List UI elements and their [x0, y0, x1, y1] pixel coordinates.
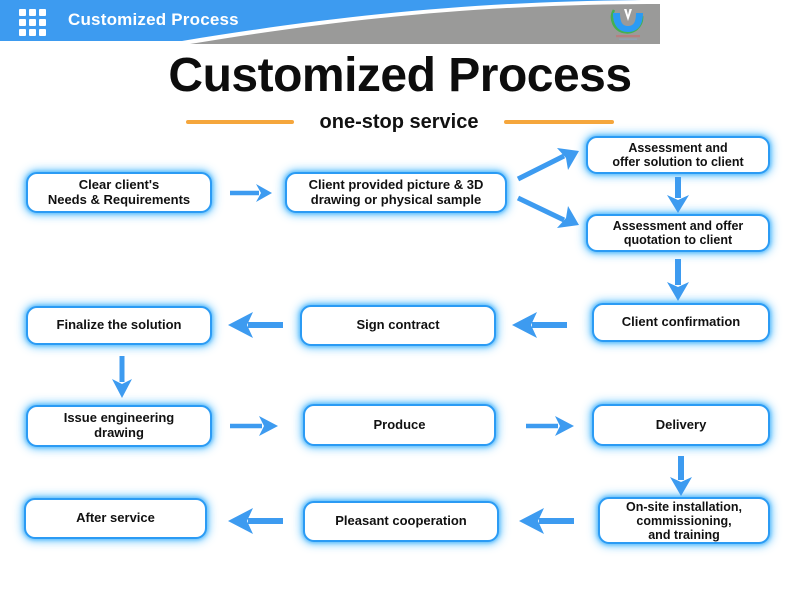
subtitle-row: one-stop service: [0, 110, 800, 134]
flow-box-label: Issue engineering drawing: [63, 410, 175, 440]
arrow-provided-to-solution: [515, 146, 581, 184]
arrow-solution-to-quotation: [661, 176, 695, 214]
arrow-quotation-to-confirmation: [661, 258, 695, 302]
flow-box-label: On-site installation, commissioning, and…: [626, 499, 742, 542]
flow-box-finalize-solution[interactable]: Finalize the solution: [26, 306, 212, 345]
flow-box-delivery[interactable]: Delivery: [592, 404, 770, 446]
company-logo: [610, 9, 644, 41]
flow-box-label: Finalize the solution: [56, 317, 182, 333]
flow-box-label: Delivery: [655, 416, 707, 432]
arrow-finalize-to-drawing: [105, 355, 139, 399]
flow-box-client-provided[interactable]: Client provided picture & 3D drawing or …: [285, 172, 507, 213]
flow-box-label: Clear client's Needs & Requirements: [47, 176, 191, 207]
flow-box-label: Client confirmation: [621, 314, 741, 330]
flow-box-label: After service: [76, 510, 155, 526]
flow-box-issue-drawing[interactable]: Issue engineering drawing: [26, 405, 212, 447]
flow-box-produce[interactable]: Produce: [303, 404, 496, 446]
flow-box-label: Pleasant cooperation: [335, 513, 467, 529]
arrow-delivery-to-onsite: [664, 455, 698, 497]
subtitle-rule-right: [504, 120, 615, 124]
flow-box-client-confirmation[interactable]: Client confirmation: [592, 303, 770, 342]
page-subtitle: one-stop service: [319, 110, 479, 133]
flow-box-clear-needs[interactable]: Clear client's Needs & Requirements: [26, 172, 212, 213]
top-header-bar: Customized Process: [0, 0, 660, 44]
arrow-produce-to-delivery: [524, 412, 576, 440]
arrow-drawing-to-produce: [228, 412, 280, 440]
flow-box-label: Client provided picture & 3D drawing or …: [308, 176, 484, 207]
arrow-confirmation-to-sign: [510, 309, 570, 341]
grid-menu-icon[interactable]: [19, 9, 46, 36]
flow-box-pleasant-cooperation[interactable]: Pleasant cooperation: [303, 501, 499, 542]
flow-box-assess-quotation[interactable]: Assessment and offer quotation to client: [586, 214, 770, 252]
flow-box-label: Assessment and offer quotation to client: [612, 219, 744, 247]
arrow-provided-to-quotation: [515, 192, 581, 230]
flow-box-after-service[interactable]: After service: [24, 498, 207, 539]
page-title: Customized Process: [168, 49, 632, 102]
arrow-clear-to-provided: [228, 180, 274, 206]
flow-box-label: Sign contract: [356, 317, 440, 333]
flow-box-label: Assessment and offer solution to client: [612, 141, 744, 169]
flow-box-label: Produce: [373, 416, 426, 432]
arrow-sign-to-finalize: [226, 309, 286, 341]
flow-box-assess-solution[interactable]: Assessment and offer solution to client: [586, 136, 770, 174]
header-curve-shape: [0, 0, 660, 44]
flow-box-onsite-install[interactable]: On-site installation, commissioning, and…: [598, 497, 770, 544]
arrow-onsite-to-cooperation: [517, 505, 577, 537]
header-title: Customized Process: [68, 10, 239, 29]
flow-box-sign-contract[interactable]: Sign contract: [300, 305, 496, 346]
subtitle-rule-left: [185, 120, 294, 124]
arrow-cooperation-to-afterservice: [226, 505, 286, 537]
